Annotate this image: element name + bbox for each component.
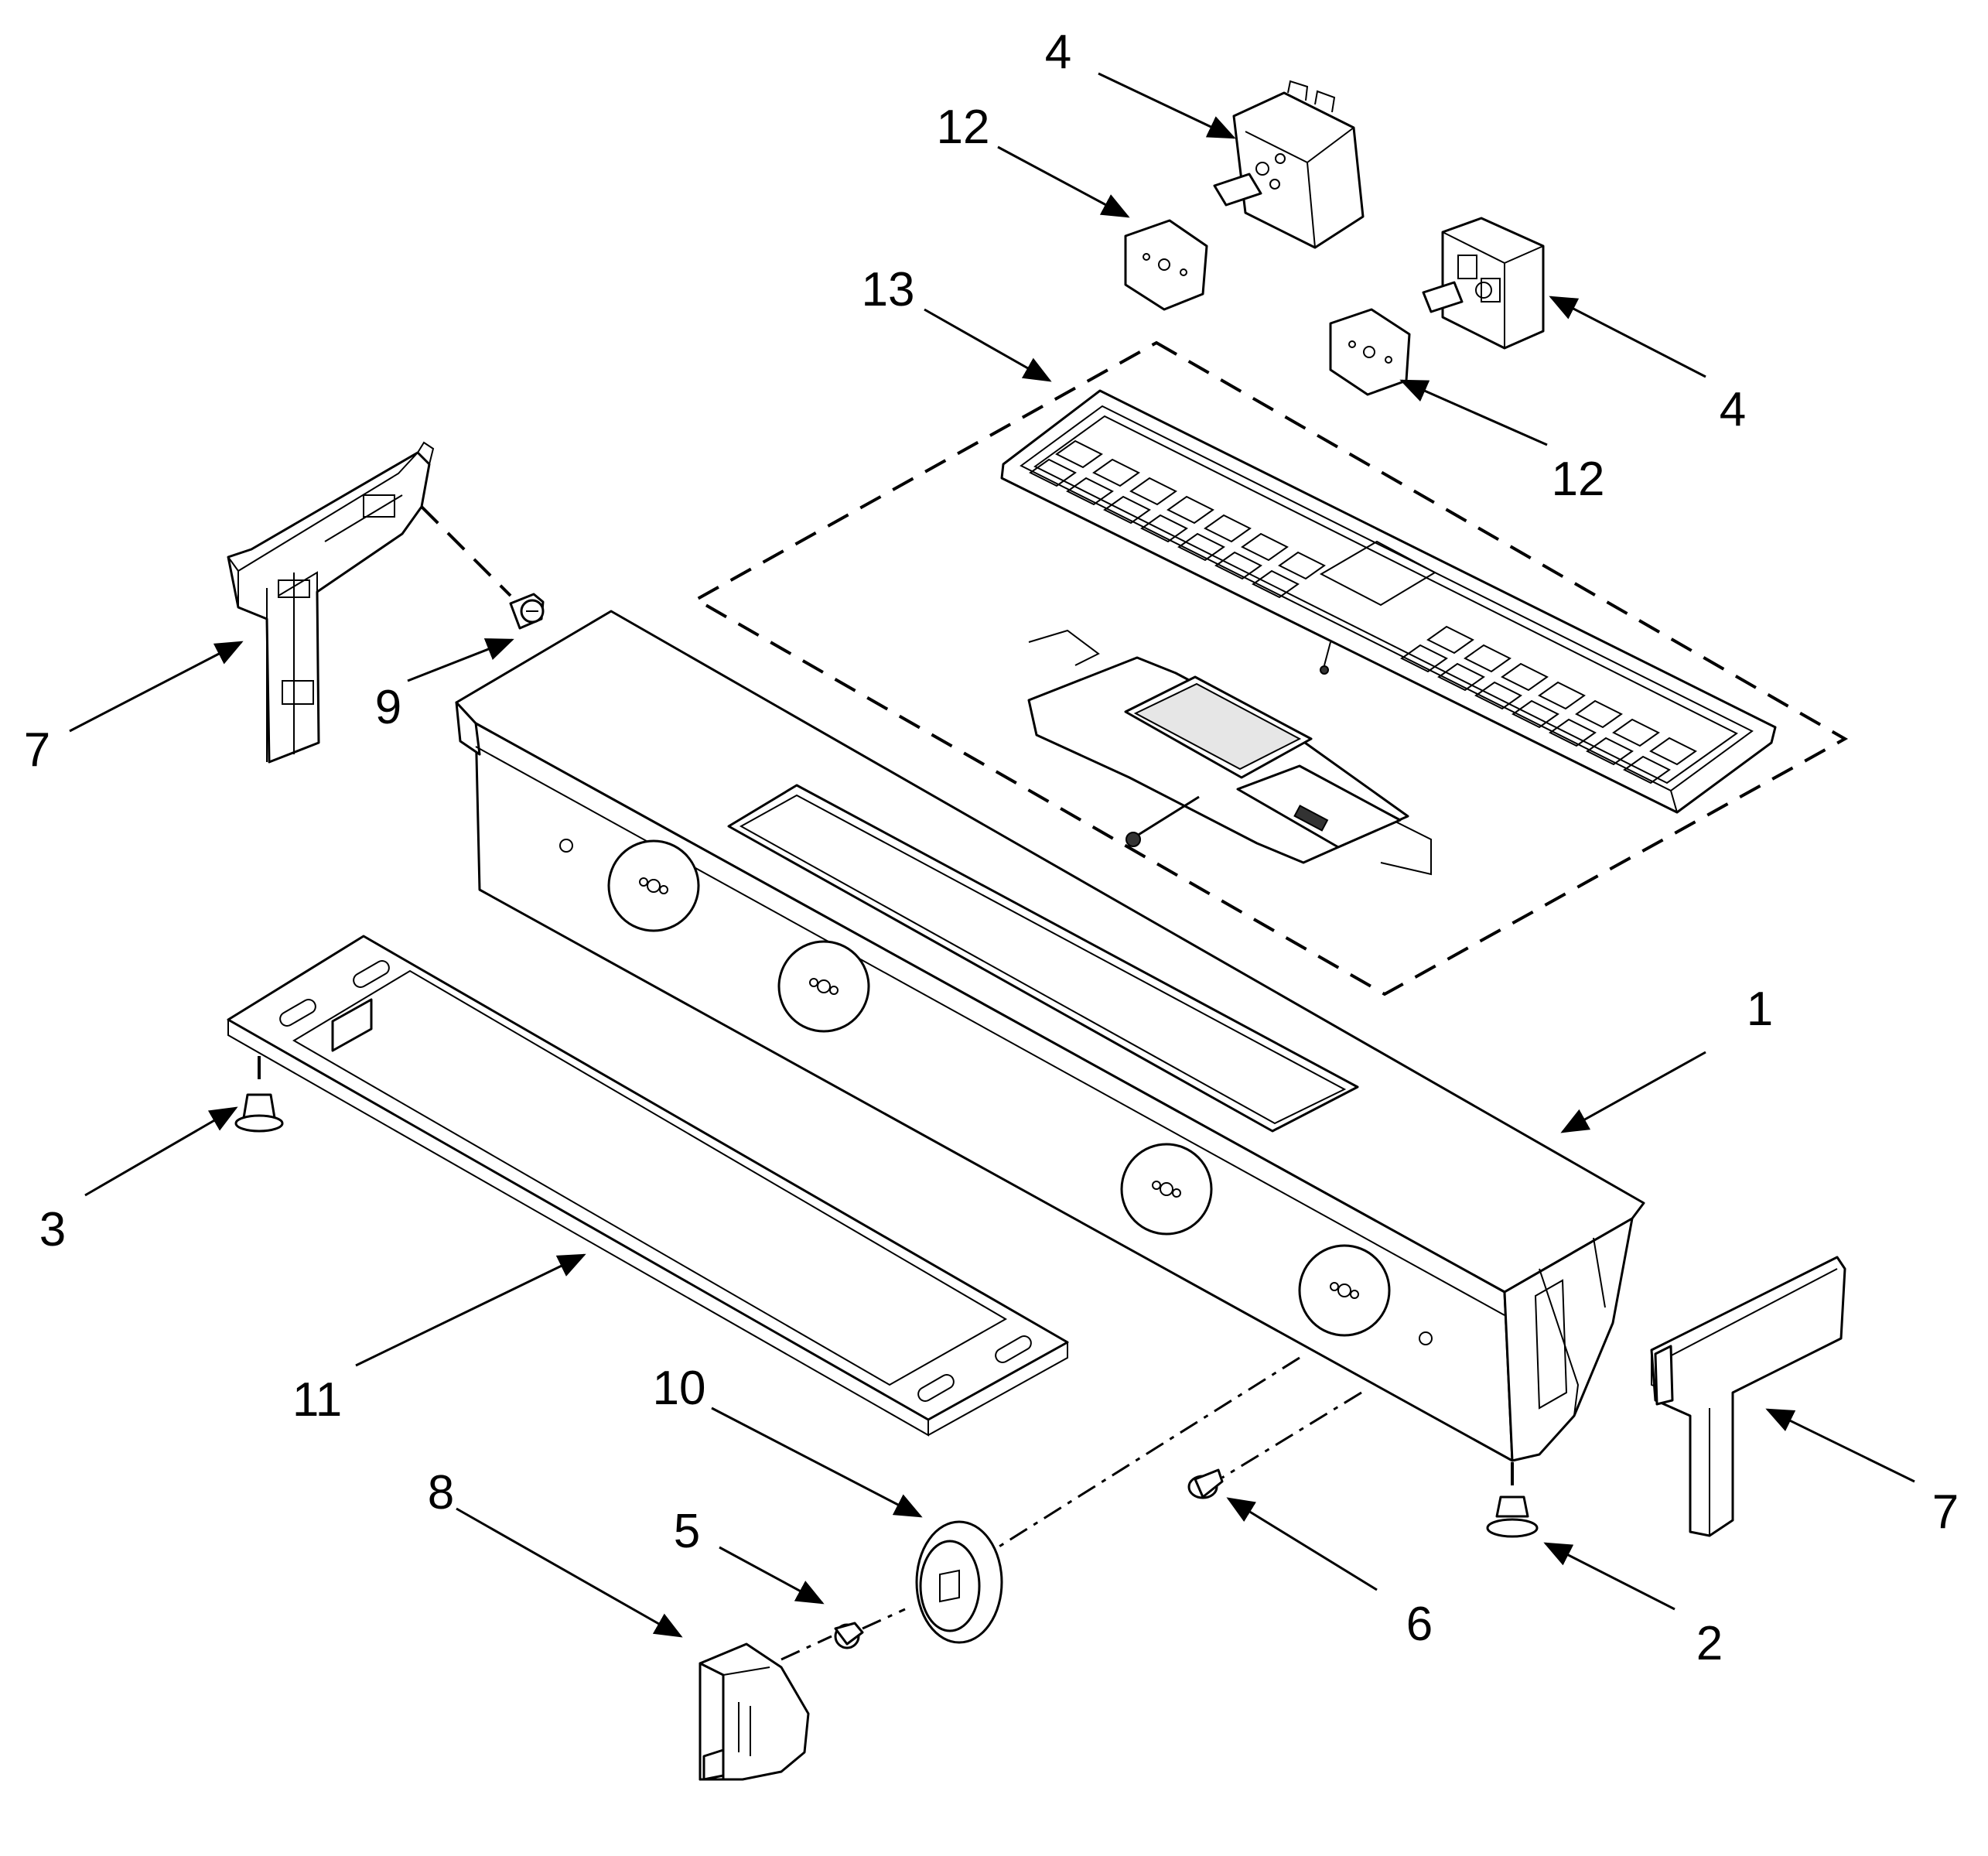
overlay-key bbox=[1437, 662, 1485, 692]
knob-8-axis bbox=[781, 1635, 832, 1661]
overlay-key bbox=[1166, 495, 1214, 525]
callout-7-right: 7 bbox=[1932, 1485, 1959, 1539]
callout-4-top: 4 bbox=[1045, 26, 1071, 79]
overlay-key bbox=[1204, 514, 1252, 543]
overlay-key bbox=[1623, 755, 1671, 784]
knob-bezel-10 bbox=[915, 1520, 1003, 1644]
overlay-key bbox=[1140, 514, 1188, 543]
plug-button-6 bbox=[1187, 1391, 1362, 1499]
overlay-key bbox=[1278, 551, 1326, 580]
overlay-key-grid bbox=[1029, 439, 1697, 784]
overlay-key bbox=[1092, 458, 1140, 487]
leader-lines bbox=[69, 72, 1915, 1638]
callout-7-left: 7 bbox=[24, 723, 50, 777]
overlay-key bbox=[1066, 477, 1114, 506]
knob-axis bbox=[997, 1356, 1300, 1549]
callout-4-right: 4 bbox=[1720, 383, 1746, 436]
callout-8: 8 bbox=[428, 1466, 454, 1519]
overlay-key bbox=[1400, 644, 1448, 673]
callout-labels: 4 12 13 4 12 7 9 1 3 11 10 8 5 6 2 7 bbox=[24, 26, 1959, 1670]
clip-3 bbox=[234, 1056, 284, 1133]
callout-1: 1 bbox=[1747, 983, 1773, 1036]
callout-12-right: 12 bbox=[1552, 453, 1605, 506]
screw-5 bbox=[834, 1622, 864, 1649]
insulator-pad-top bbox=[1124, 219, 1208, 311]
overlay-key bbox=[1538, 681, 1586, 710]
callout-9: 9 bbox=[375, 681, 401, 734]
overlay-key bbox=[1055, 439, 1103, 469]
overlay-key bbox=[1511, 699, 1559, 729]
overlay-key bbox=[1549, 718, 1597, 747]
callout-3: 3 bbox=[39, 1203, 66, 1256]
end-cap-left bbox=[227, 441, 435, 764]
callout-5: 5 bbox=[674, 1505, 700, 1558]
overlay-key bbox=[1474, 681, 1522, 710]
end-cap-right bbox=[1650, 1256, 1846, 1537]
screw-5-axis bbox=[862, 1608, 906, 1630]
overlay-key bbox=[1575, 699, 1623, 729]
overlay-key bbox=[1426, 625, 1474, 655]
overlay-key bbox=[1241, 532, 1289, 562]
overlay-key bbox=[1612, 718, 1660, 747]
control-switch-right bbox=[1422, 217, 1545, 350]
callout-12-top: 12 bbox=[937, 101, 990, 154]
overlay-key bbox=[1252, 569, 1300, 599]
overlay-key bbox=[1214, 551, 1262, 580]
overlay-key bbox=[1029, 458, 1077, 487]
callout-10: 10 bbox=[653, 1362, 706, 1415]
overlay-key bbox=[1129, 477, 1177, 506]
assembly-13-boundary bbox=[692, 340, 1849, 996]
overlay-key bbox=[1103, 495, 1151, 525]
control-board bbox=[1027, 629, 1432, 876]
overlay-key bbox=[1586, 737, 1634, 766]
insulator-pad-right bbox=[1329, 308, 1411, 396]
overlay-key bbox=[1501, 662, 1549, 692]
control-console-main bbox=[455, 610, 1645, 1462]
callout-2: 2 bbox=[1696, 1617, 1723, 1670]
screw-9-axis bbox=[420, 505, 512, 597]
overlay-key bbox=[1464, 644, 1511, 673]
callout-11: 11 bbox=[292, 1373, 342, 1427]
screw-9 bbox=[509, 593, 545, 630]
display-overlay-panel bbox=[1000, 389, 1777, 814]
overlay-key bbox=[1649, 737, 1697, 766]
clip-2 bbox=[1486, 1462, 1539, 1538]
overlay-key bbox=[1177, 532, 1225, 562]
control-switch-top bbox=[1213, 80, 1365, 249]
callout-6: 6 bbox=[1406, 1598, 1433, 1651]
callout-13: 13 bbox=[862, 263, 915, 316]
control-knob-8 bbox=[699, 1642, 810, 1781]
mounting-bracket bbox=[227, 935, 1069, 1437]
